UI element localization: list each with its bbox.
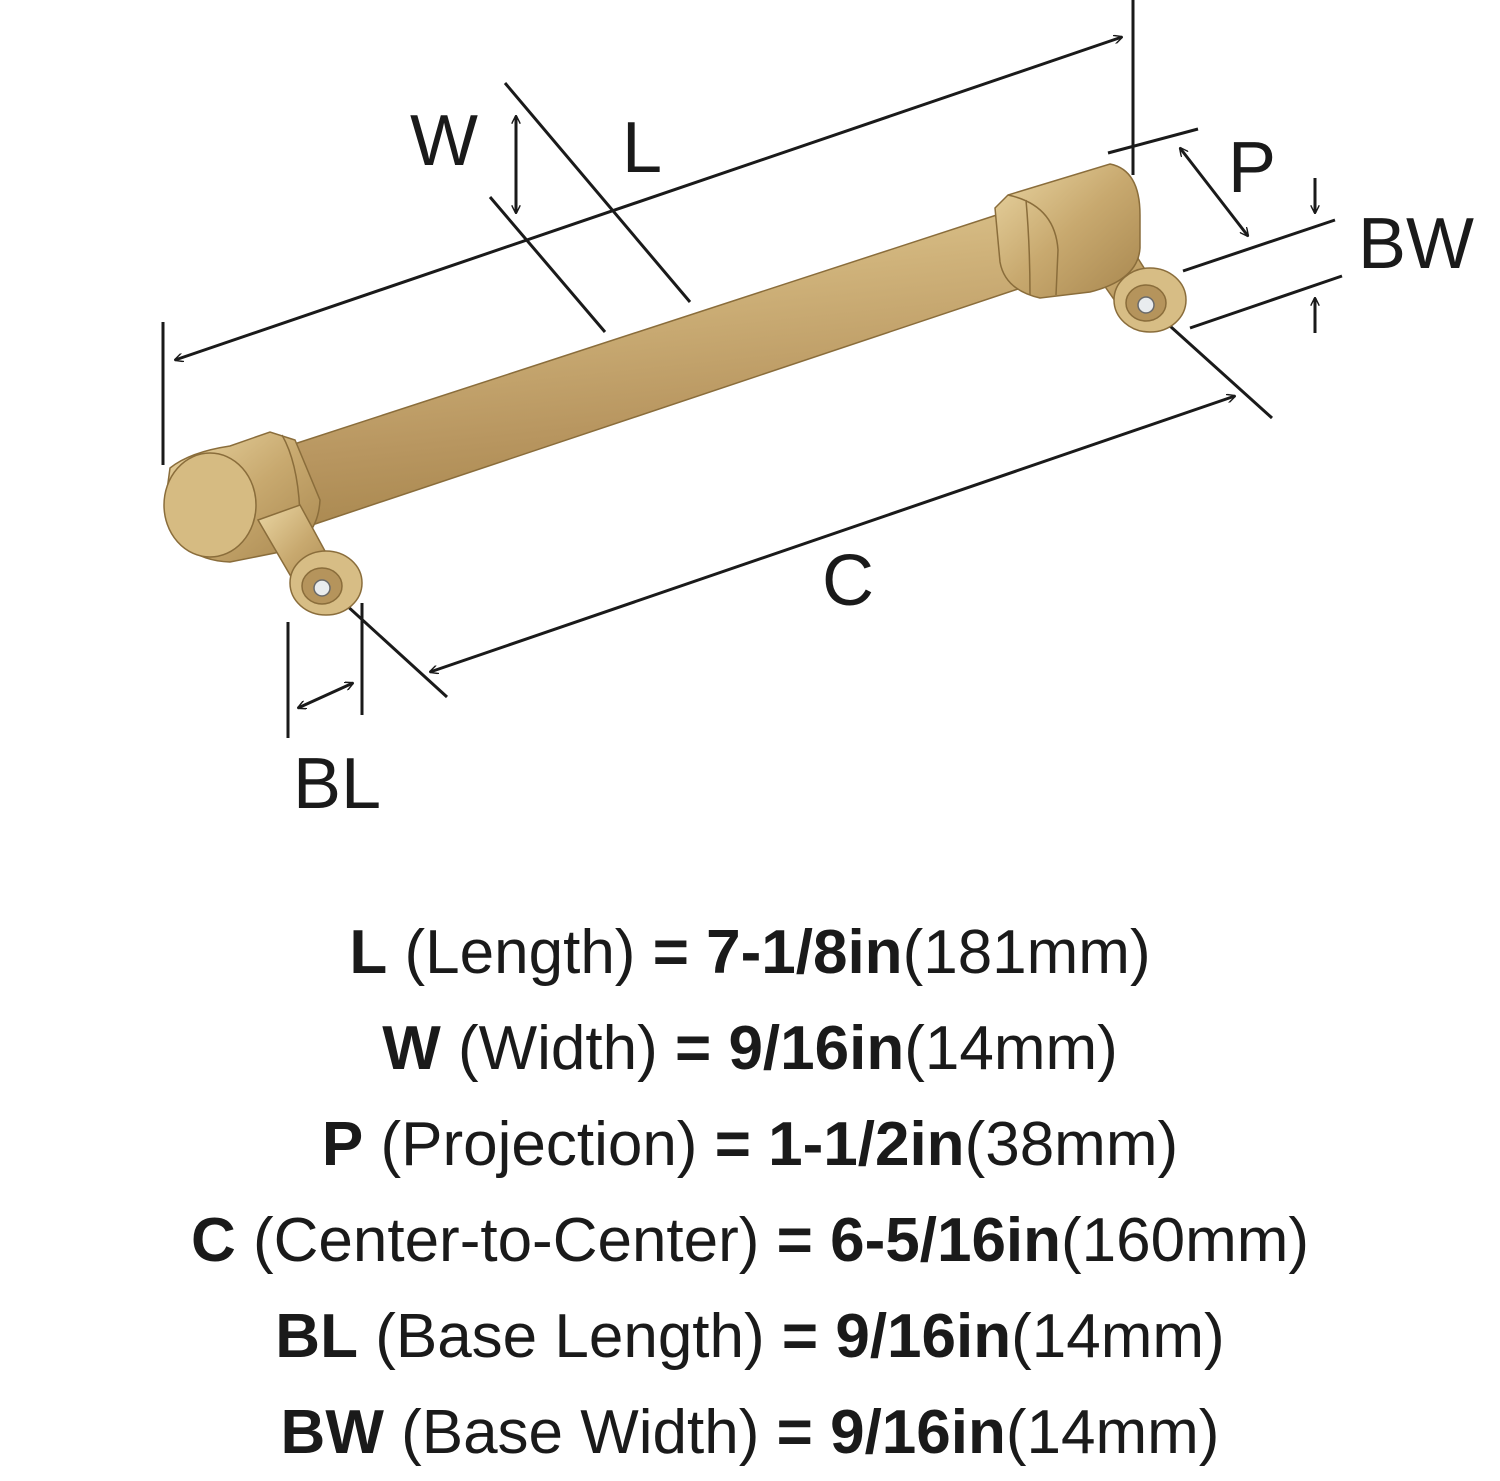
spec-row-length: L (Length) = 7-1/8in(181mm): [0, 905, 1500, 1001]
spec-equals: =: [776, 1206, 813, 1275]
spec-metric: (14mm): [1005, 1398, 1220, 1467]
spec-imperial: 7-1/8in: [706, 918, 903, 987]
spec-metric: (181mm): [902, 918, 1151, 987]
label-bl: BL: [293, 744, 381, 824]
spec-code: P: [321, 1110, 364, 1179]
spec-metric: (38mm): [964, 1110, 1179, 1179]
dimension-spec-list: L (Length) = 7-1/8in(181mm) W (Width) = …: [0, 905, 1500, 1481]
spec-equals: =: [781, 1302, 819, 1371]
spec-imperial: 6-5/16in: [830, 1206, 1062, 1275]
spec-row-center-to-center: C (Center-to-Center) = 6-5/16in(160mm): [0, 1193, 1500, 1289]
spec-description: (Width): [457, 1014, 658, 1083]
pull-handle-diagram: W L P BW C BL: [161, 0, 1474, 824]
spec-code: BL: [275, 1302, 358, 1371]
spec-description: (Base Length): [375, 1302, 765, 1371]
spec-code: L: [349, 918, 388, 987]
spec-metric: (14mm): [904, 1014, 1118, 1083]
spec-description: (Base Width): [401, 1398, 760, 1467]
label-l: L: [622, 108, 662, 188]
label-p: P: [1228, 128, 1276, 208]
label-w: W: [410, 101, 478, 181]
spec-equals: =: [714, 1110, 751, 1179]
spec-code: W: [382, 1014, 441, 1083]
spec-row-base-length: BL (Base Length) = 9/16in(14mm): [0, 1289, 1500, 1385]
spec-equals: =: [674, 1014, 712, 1083]
spec-code: BW: [280, 1398, 384, 1467]
spec-code: C: [190, 1206, 236, 1275]
spec-imperial: 9/16in: [728, 1014, 905, 1083]
spec-metric: (14mm): [1011, 1302, 1225, 1371]
spec-row-width: W (Width) = 9/16in(14mm): [0, 1001, 1500, 1097]
handle-bar: [281, 209, 1037, 526]
spec-imperial: 9/16in: [835, 1302, 1012, 1371]
pull-handle: [163, 163, 1187, 616]
spec-equals: =: [652, 918, 689, 987]
spec-equals: =: [776, 1398, 813, 1467]
spec-metric: (160mm): [1061, 1206, 1310, 1275]
spec-imperial: 1-1/2in: [768, 1110, 965, 1179]
spec-row-projection: P (Projection) = 1-1/2in(38mm): [0, 1097, 1500, 1193]
dimension-lines: [161, 0, 1343, 738]
label-bw: BW: [1358, 204, 1474, 284]
spec-description: (Length): [404, 918, 636, 987]
left-end-face: [163, 452, 257, 558]
spec-description: (Projection): [380, 1110, 698, 1179]
spec-row-base-width: BW (Base Width) = 9/16in(14mm): [0, 1385, 1500, 1481]
spec-description: (Center-to-Center): [252, 1206, 760, 1275]
spec-imperial: 9/16in: [830, 1398, 1006, 1467]
label-c: C: [822, 541, 874, 621]
